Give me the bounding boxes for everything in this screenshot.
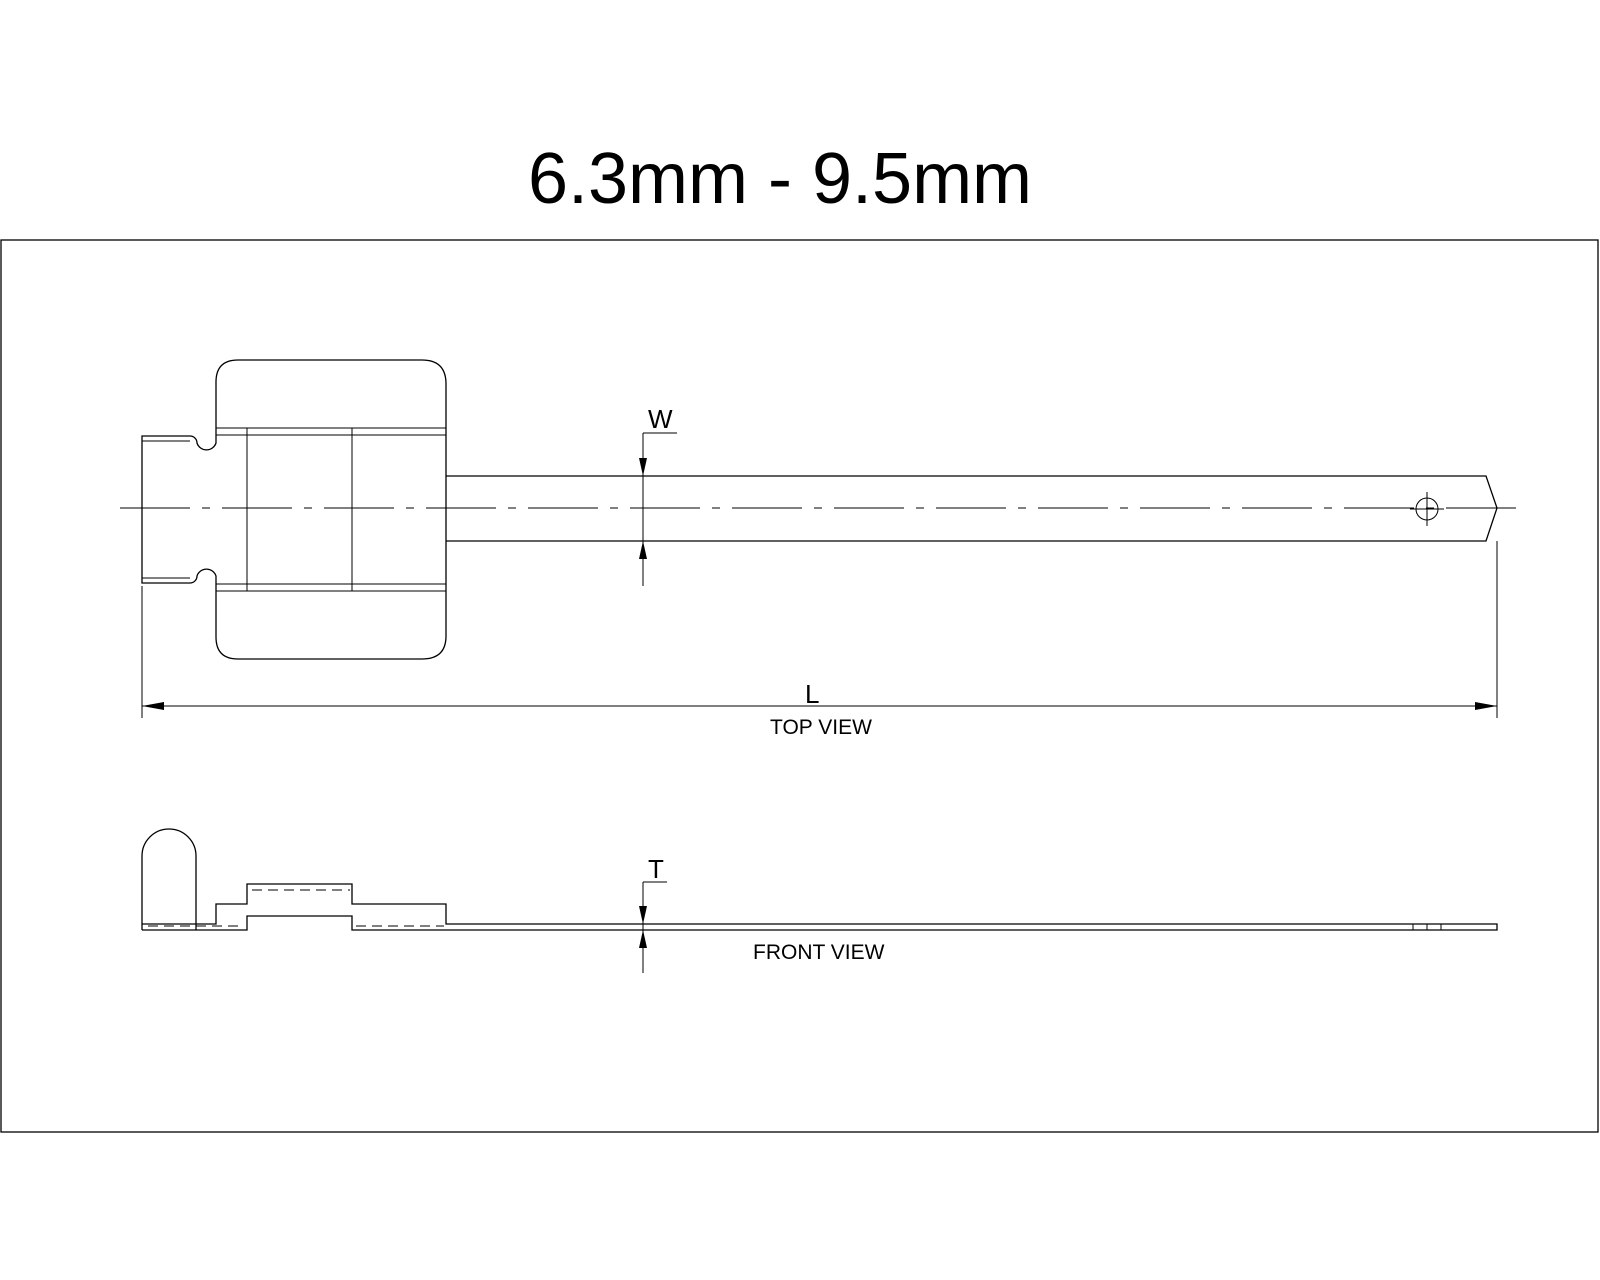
- drawing-frame: [0, 239, 1599, 1133]
- length-dimension: [141, 541, 1498, 718]
- width-dimension: [639, 432, 677, 586]
- thickness-label: T: [648, 854, 664, 884]
- thickness-dimension: [639, 881, 667, 973]
- insulation-barrel-profile: [141, 828, 197, 930]
- terminal-barrel-outline: [141, 359, 447, 660]
- base-strip-profile: [142, 883, 1498, 931]
- top-view-label: TOP VIEW: [770, 716, 872, 739]
- front-view-label: FRONT VIEW: [753, 941, 885, 964]
- width-label: W: [648, 404, 673, 434]
- top-view: W L TOP VIEW: [120, 359, 1520, 739]
- front-view: T FRONT VIEW: [141, 828, 1498, 973]
- drawing-title: 6.3mm - 9.5mm: [527, 139, 1033, 219]
- length-label: L: [805, 679, 819, 709]
